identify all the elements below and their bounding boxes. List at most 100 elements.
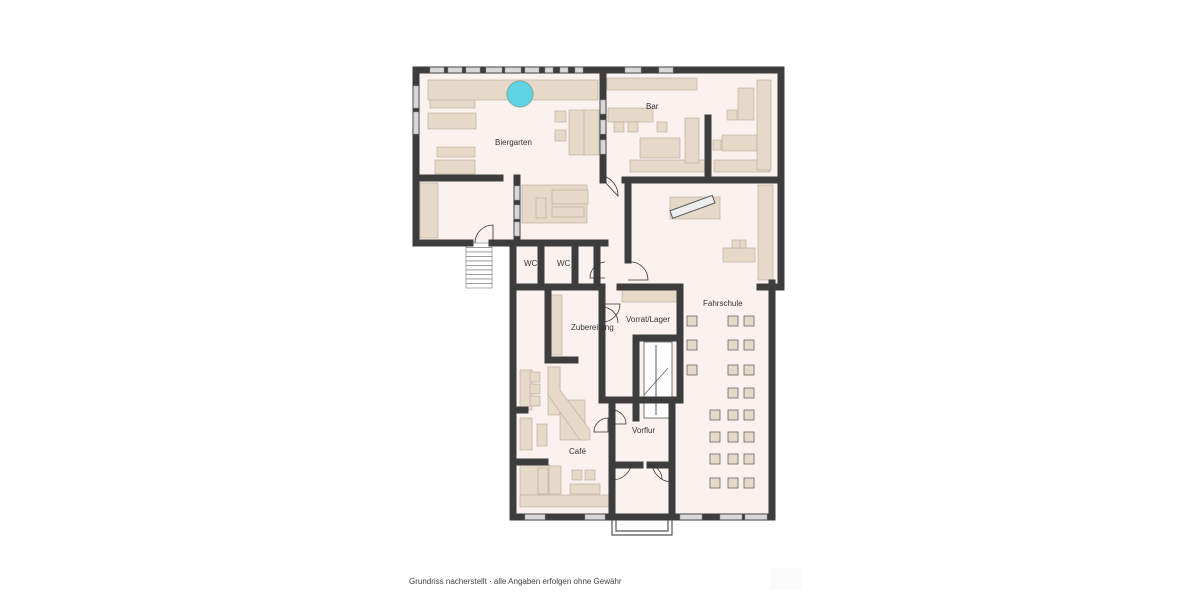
window: [559, 67, 569, 73]
stair-step: [465, 247, 493, 253]
classroom-chair: [727, 364, 739, 376]
furniture: [419, 182, 439, 239]
window: [624, 67, 642, 73]
stair-step: [465, 265, 493, 271]
door-swing: [589, 261, 606, 279]
window: [465, 67, 481, 73]
classroom-chair: [743, 431, 755, 443]
window: [658, 67, 674, 73]
furniture: [726, 109, 738, 121]
classroom-chair: [743, 453, 755, 465]
round-fountain: [506, 80, 534, 108]
door-swing: [601, 306, 619, 324]
door-swing: [627, 261, 649, 281]
room-label-vorrat-lager: Vorrat/Lager: [626, 315, 670, 324]
stair-step: [465, 251, 493, 257]
door-swing: [602, 175, 619, 197]
classroom-chair: [727, 315, 739, 327]
stair-step: [465, 283, 493, 289]
room-label-cafe: Café: [569, 447, 586, 456]
classroom-chair: [727, 477, 739, 489]
furniture: [568, 109, 586, 156]
room-labels: Biergarten Bar WC WC Zubereitung Vorrat/…: [495, 102, 743, 456]
furniture: [519, 417, 533, 451]
furniture: [583, 109, 600, 156]
classroom-chair: [727, 387, 739, 399]
room-label-wc-1: WC: [524, 259, 538, 268]
classroom-chair: [743, 364, 755, 376]
classroom-chair: [727, 453, 739, 465]
furniture: [551, 189, 589, 205]
room-label-zubereitung: Zubereitung: [571, 323, 614, 332]
room-label-bar: Bar: [646, 102, 659, 111]
window: [600, 139, 606, 155]
stair-step: [465, 260, 493, 266]
classroom-chair: [727, 409, 739, 421]
window: [413, 85, 419, 109]
window: [584, 514, 606, 520]
window: [514, 204, 520, 220]
furniture: [712, 139, 722, 151]
door-swing: [593, 417, 609, 433]
classroom-chair: [743, 387, 755, 399]
furniture: [613, 121, 625, 133]
furniture: [639, 137, 681, 159]
window: [600, 119, 606, 135]
furniture: [731, 239, 741, 249]
classroom-chair: [709, 431, 721, 443]
furniture: [537, 467, 549, 495]
classroom-chair: [727, 339, 739, 351]
cafe-counter: [547, 366, 591, 441]
furniture: [684, 117, 700, 164]
furniture: [536, 423, 548, 447]
stair-step: [465, 274, 493, 280]
room-label-wc-2: WC: [557, 259, 571, 268]
furniture: [535, 197, 547, 219]
window: [413, 111, 419, 135]
door-swing: [611, 461, 633, 481]
room-label-fahrschule: Fahrschule: [703, 299, 743, 308]
classroom-chair: [727, 431, 739, 443]
door-swing: [611, 409, 627, 425]
room-label-biergarten: Biergarten: [495, 138, 532, 147]
furniture: [434, 159, 476, 175]
stair-step: [465, 269, 493, 275]
furniture: [722, 247, 756, 263]
furniture: [571, 469, 583, 481]
furniture: [549, 294, 563, 356]
classroom-chair: [743, 409, 755, 421]
furniture: [529, 383, 541, 395]
furniture: [519, 494, 611, 508]
window: [524, 67, 540, 73]
furniture: [551, 206, 585, 218]
classroom-chair: [743, 339, 755, 351]
window: [485, 67, 503, 73]
furniture: [529, 371, 541, 383]
classroom-chair: [709, 409, 721, 421]
classroom-chair: [709, 477, 721, 489]
walls-layer: [412, 66, 785, 521]
logo-placeholder: [770, 568, 802, 590]
window: [719, 514, 743, 520]
window: [429, 67, 445, 73]
furniture: [756, 79, 772, 171]
furniture: [427, 112, 477, 130]
furniture: [554, 110, 567, 123]
furniture: [554, 129, 567, 142]
furniture: [529, 395, 541, 407]
classroom-chair: [743, 315, 755, 327]
stair-step: [465, 256, 493, 262]
classroom-chair: [709, 453, 721, 465]
classroom-chair: [743, 477, 755, 489]
furniture: [757, 184, 774, 281]
window: [447, 67, 463, 73]
window: [514, 221, 520, 237]
furniture: [548, 465, 562, 495]
classroom-chair: [686, 364, 698, 376]
window: [574, 67, 584, 73]
stair-step: [465, 278, 493, 284]
entrance-steps: [611, 517, 673, 536]
stair-cut: [643, 367, 669, 396]
screen: [669, 194, 716, 219]
